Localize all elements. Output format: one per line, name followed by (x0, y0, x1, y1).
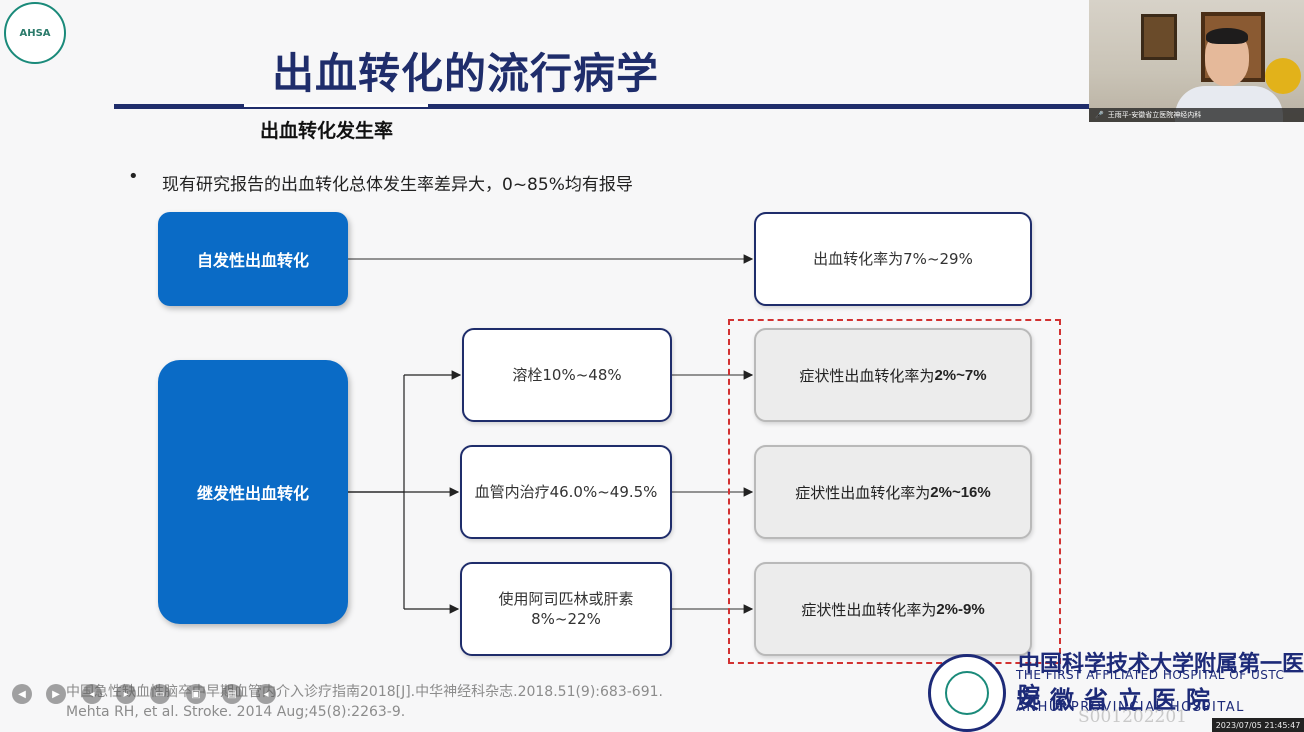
prev-slide-button[interactable]: ◀ (12, 684, 32, 704)
result-prefix-3: 症状性出血转化率为 (801, 600, 937, 619)
endovascular-box: 血管内治疗46.0%~49.5% (460, 445, 672, 539)
title-underline (114, 104, 1090, 109)
slide-subtitle: 出血转化发生率 (260, 120, 394, 142)
control-icon-1[interactable]: ◂ (82, 684, 102, 704)
timestamp: 2023/07/05 21:45:47 (1212, 718, 1304, 732)
spontaneous-result-text: 出血转化率为7%~29% (813, 249, 973, 268)
aspirin-heparin-line2: 8%~22% (531, 610, 601, 628)
wall-picture (1141, 14, 1177, 60)
speaker-hair (1206, 28, 1248, 44)
bullet-marker: • (128, 166, 139, 187)
result-prefix-2: 症状性出血转化率为 (795, 483, 931, 502)
references: 中国急性缺血性脑卒中早期血管内介入诊疗指南2018[J].中华神经科杂志.201… (66, 682, 663, 722)
logo-text: AHSA (19, 27, 51, 39)
ahsa-logo: AHSA (4, 2, 66, 64)
result-prefix-1: 症状性出血转化率为 (799, 366, 935, 385)
slide-title: 出血转化的流行病学 (272, 49, 660, 98)
hospital-name-cn-2: 安徽省立医院 (1016, 686, 1220, 714)
control-icon-2[interactable]: ▸ (116, 684, 136, 704)
result-value-2: 2%~16% (930, 483, 991, 501)
highlight-dashed-frame (728, 319, 1061, 664)
webcam-caption: 王雨平-安徽省立医院神经内科 (1107, 111, 1202, 119)
play-button[interactable]: ▶ (46, 684, 66, 704)
spontaneous-ht-label: 自发性出血转化 (196, 251, 309, 270)
secondary-ht-box: 继发性出血转化 (158, 360, 348, 624)
hospital-name-cn-1: 中国科学技术大学附属第一医院 (1018, 652, 1304, 709)
result-value-1: 2%~7% (934, 366, 987, 384)
thrombolysis-text: 溶栓10%~48% (512, 365, 622, 384)
result-value-3: 2%-9% (936, 600, 985, 618)
control-icon-6[interactable]: ◂ (256, 684, 276, 704)
thrombolysis-box: 溶栓10%~48% (462, 328, 672, 422)
bullet-text: 现有研究报告的出血转化总体发生率差异大，0~85%均有报导 (162, 175, 633, 195)
hospital-name-en-2: ANHUI PROVINCIAL HOSPITAL (1016, 700, 1245, 715)
hospital-seal-inner (945, 671, 989, 715)
spontaneous-result-box: 出血转化率为7%~29% (754, 212, 1032, 306)
secondary-ht-label: 继发性出血转化 (196, 484, 309, 503)
sunflower (1265, 58, 1301, 94)
mic-icon: 🎤 (1095, 111, 1104, 119)
hospital-name-en-1: THE FIRST AFFILIATED HOSPITAL OF USTC (1016, 668, 1285, 682)
watermark: S001202201 (1078, 707, 1187, 727)
reference-1: 中国急性缺血性脑卒中早期血管内介入诊疗指南2018[J].中华神经科杂志.201… (66, 684, 663, 700)
aspirin-heparin-line1: 使用阿司匹林或肝素 (498, 589, 634, 608)
control-icon-3[interactable]: ▭ (150, 684, 170, 704)
aspirin-heparin-box: 使用阿司匹林或肝素 8%~22% (460, 562, 672, 656)
endovascular-text: 血管内治疗46.0%~49.5% (474, 482, 658, 501)
webcam-caption-bar: 🎤 王雨平-安徽省立医院神经内科 (1089, 108, 1304, 122)
control-icon-5[interactable]: ▤ (222, 684, 242, 704)
hospital-seal-logo (928, 654, 1006, 732)
title-underline-highlight (244, 104, 428, 107)
webcam-video: 🎤 王雨平-安徽省立医院神经内科 (1089, 0, 1304, 122)
control-icon-4[interactable]: ▣ (186, 684, 206, 704)
spontaneous-ht-box: 自发性出血转化 (158, 212, 348, 306)
reference-2: Mehta RH, et al. Stroke. 2014 Aug;45(8):… (66, 704, 406, 720)
